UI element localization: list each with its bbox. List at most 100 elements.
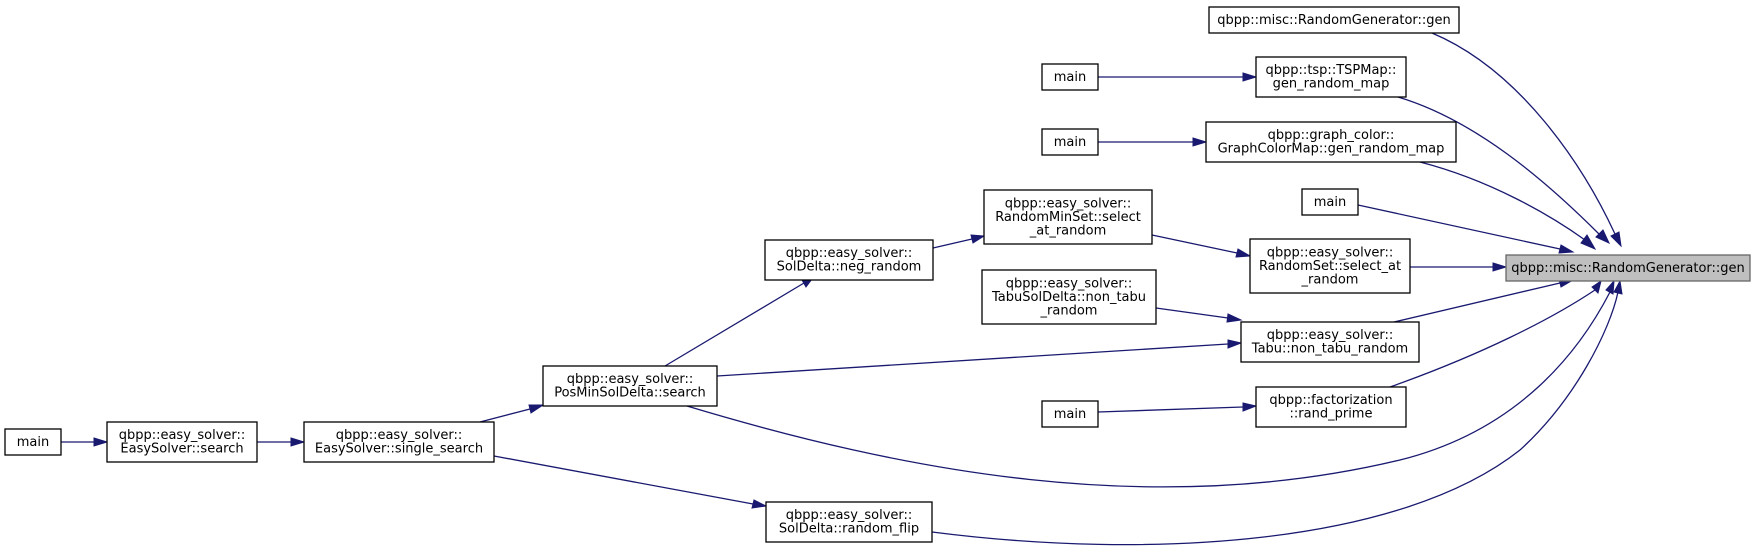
node-label-line: EasySolver::single_search xyxy=(315,442,483,457)
node-box xyxy=(4,428,62,456)
arrowhead-icon xyxy=(528,404,545,414)
node-box xyxy=(1208,6,1460,34)
node-box xyxy=(1041,128,1099,156)
node-label-line: main xyxy=(1054,407,1086,422)
arrowhead-icon xyxy=(93,437,109,447)
node-label-line: qbpp::easy_solver:: xyxy=(1267,245,1394,260)
node-label-line: gen_random_map xyxy=(1273,77,1390,92)
edge-rset-to-gen_focus xyxy=(1410,262,1508,272)
edge-line xyxy=(1389,289,1596,388)
node-label-line: qbpp::misc::RandomGenerator::gen xyxy=(1511,261,1745,276)
node-label-line: qbpp::misc::RandomGenerator::gen xyxy=(1217,13,1451,28)
node-label-line: qbpp::easy_solver:: xyxy=(336,428,463,443)
edge-line xyxy=(1097,406,1244,413)
edge-line xyxy=(1431,32,1616,235)
node-main_tsp[interactable]: main xyxy=(1041,63,1099,91)
edge-negrandom-to-rminset xyxy=(932,234,986,249)
edge-posmin-to-gen_focus xyxy=(686,279,1615,488)
node-posmin[interactable]: qbpp::easy_solver::PosMinSolDelta::searc… xyxy=(542,365,718,407)
node-flip[interactable]: qbpp::easy_solver::SolDelta::random_flip xyxy=(765,501,933,543)
edge-line xyxy=(1155,307,1229,319)
node-label-line: EasySolver::search xyxy=(120,442,243,457)
node-label-line: RandomSet::select_at xyxy=(1259,259,1401,274)
node-rminset[interactable]: qbpp::easy_solver::RandomMinSet::select_… xyxy=(983,189,1153,245)
edge-posmin-to-negrandom xyxy=(664,278,814,367)
arrowhead-icon xyxy=(751,499,768,509)
node-label-line: PosMinSolDelta::search xyxy=(554,386,706,401)
edge-tabusoldelta-to-tabu xyxy=(1155,307,1243,323)
node-box xyxy=(983,189,1153,245)
arrowhead-icon xyxy=(1235,248,1252,258)
node-single[interactable]: qbpp::easy_solver::EasySolver::single_se… xyxy=(303,421,495,463)
node-label-line: ::rand_prime xyxy=(1290,407,1373,422)
node-box xyxy=(1255,386,1407,428)
node-main_fact[interactable]: main xyxy=(1041,400,1099,428)
arrowhead-icon xyxy=(1605,279,1615,295)
node-label-line: qbpp::easy_solver:: xyxy=(119,428,246,443)
node-label-line: qbpp::easy_solver:: xyxy=(567,372,694,387)
node-label-line: main xyxy=(17,435,49,450)
edge-tabu-to-gen_focus xyxy=(1393,278,1575,323)
edge-tsp-to-gen_focus xyxy=(1397,96,1611,245)
edges-layer xyxy=(61,32,1623,546)
node-box xyxy=(542,365,718,407)
node-randprime[interactable]: qbpp::factorization::rand_prime xyxy=(1255,386,1407,428)
edge-line xyxy=(1397,96,1601,236)
node-box xyxy=(1249,238,1411,294)
node-label-line: qbpp::easy_solver:: xyxy=(1006,276,1133,291)
arrowhead-icon xyxy=(1558,244,1575,254)
node-graphcolor[interactable]: qbpp::graph_color::GraphColorMap::gen_ra… xyxy=(1205,121,1457,163)
edge-line xyxy=(686,291,1611,488)
node-es_search[interactable]: qbpp::easy_solver::EasySolver::search xyxy=(106,421,258,463)
node-box xyxy=(1041,400,1099,428)
node-negrandom[interactable]: qbpp::easy_solver::SolDelta::neg_random xyxy=(764,239,934,281)
arrowhead-icon xyxy=(1591,279,1602,294)
node-label-line: qbpp::easy_solver:: xyxy=(1267,328,1394,343)
edge-line xyxy=(1393,282,1561,323)
edge-flip-to-gen_focus xyxy=(931,279,1623,546)
node-label-line: GraphColorMap::gen_random_map xyxy=(1218,142,1445,157)
arrowhead-icon xyxy=(1613,279,1623,295)
node-label-line: RandomMinSet::select xyxy=(995,210,1141,225)
node-label-line: qbpp::tsp::TSPMap:: xyxy=(1266,63,1397,78)
node-label-line: _random xyxy=(1301,272,1359,287)
edge-main_gc-to-graphcolor xyxy=(1098,137,1208,147)
edge-line xyxy=(1151,234,1238,254)
node-box xyxy=(1301,188,1359,216)
node-gen_top[interactable]: qbpp::misc::RandomGenerator::gen xyxy=(1208,6,1460,34)
node-main_es[interactable]: main xyxy=(4,428,62,456)
arrowhead-icon xyxy=(1227,339,1243,349)
node-box xyxy=(1041,63,1099,91)
node-tsp[interactable]: qbpp::tsp::TSPMap::gen_random_map xyxy=(1255,56,1407,98)
node-box xyxy=(1240,321,1420,363)
edge-line xyxy=(493,455,754,505)
arrowhead-icon xyxy=(1242,72,1258,82)
nodes-layer: qbpp::misc::RandomGenerator::genqbpp::mi… xyxy=(4,6,1751,543)
node-label-line: SolDelta::random_flip xyxy=(779,522,919,537)
node-label-line: SolDelta::neg_random xyxy=(777,260,922,275)
node-main_gc[interactable]: main xyxy=(1041,128,1099,156)
edge-randprime-to-gen_focus xyxy=(1389,279,1602,388)
arrowhead-icon xyxy=(1595,229,1611,245)
node-box xyxy=(764,239,934,281)
node-label-line: Tabu::non_tabu_random xyxy=(1251,342,1408,357)
edge-graphcolor-to-gen_focus xyxy=(1419,161,1597,251)
edge-main_es-to-es_search xyxy=(61,437,109,447)
node-tabu[interactable]: qbpp::easy_solver::Tabu::non_tabu_random xyxy=(1240,321,1420,363)
node-label-line: qbpp::easy_solver:: xyxy=(786,508,913,523)
edge-main_direct-to-gen_focus xyxy=(1357,204,1575,254)
arrowhead-icon xyxy=(1610,231,1622,248)
node-tabusoldelta[interactable]: qbpp::easy_solver::TabuSolDelta::non_tab… xyxy=(981,269,1157,325)
edge-line xyxy=(1419,161,1586,241)
arrowhead-icon xyxy=(1580,234,1597,251)
edge-es_search-to-single xyxy=(257,437,306,447)
edge-line xyxy=(479,408,531,423)
node-box xyxy=(1205,121,1457,163)
node-box xyxy=(303,421,495,463)
node-main_direct[interactable]: main xyxy=(1301,188,1359,216)
edge-main_fact-to-randprime xyxy=(1097,402,1258,413)
node-label-line: qbpp::factorization xyxy=(1269,393,1392,408)
node-rset[interactable]: qbpp::easy_solver::RandomSet::select_at_… xyxy=(1249,238,1411,294)
edge-line xyxy=(1357,204,1561,250)
